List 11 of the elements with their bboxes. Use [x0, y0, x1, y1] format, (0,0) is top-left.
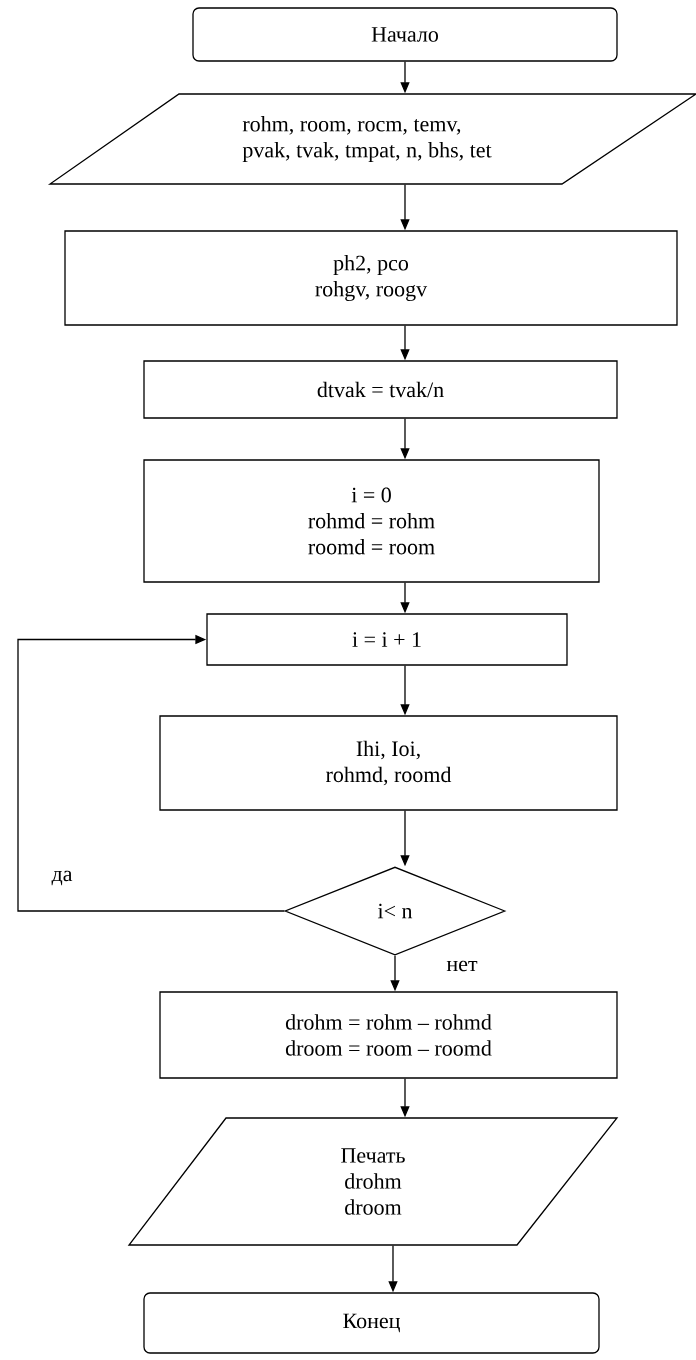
- loop-arrow: [17, 634, 285, 912]
- process-box: Ihi, Ioi, rohmd, roomd: [159, 715, 618, 811]
- process-box: ph2, pco rohgv, roogv: [64, 230, 678, 326]
- process-box: i = 0 rohmd = rohm roomd = room: [143, 459, 600, 583]
- edge-label: да: [50, 869, 74, 887]
- process-box: dtvak = tvak/n: [143, 360, 618, 419]
- process-box: i = i + 1: [206, 613, 568, 666]
- terminal-box: Конец: [143, 1292, 600, 1354]
- process-box: drohm = rohm – rohmd droom = room – roomd: [159, 991, 618, 1079]
- terminal-box: Начало: [192, 7, 618, 62]
- edge-label: нет: [445, 959, 479, 973]
